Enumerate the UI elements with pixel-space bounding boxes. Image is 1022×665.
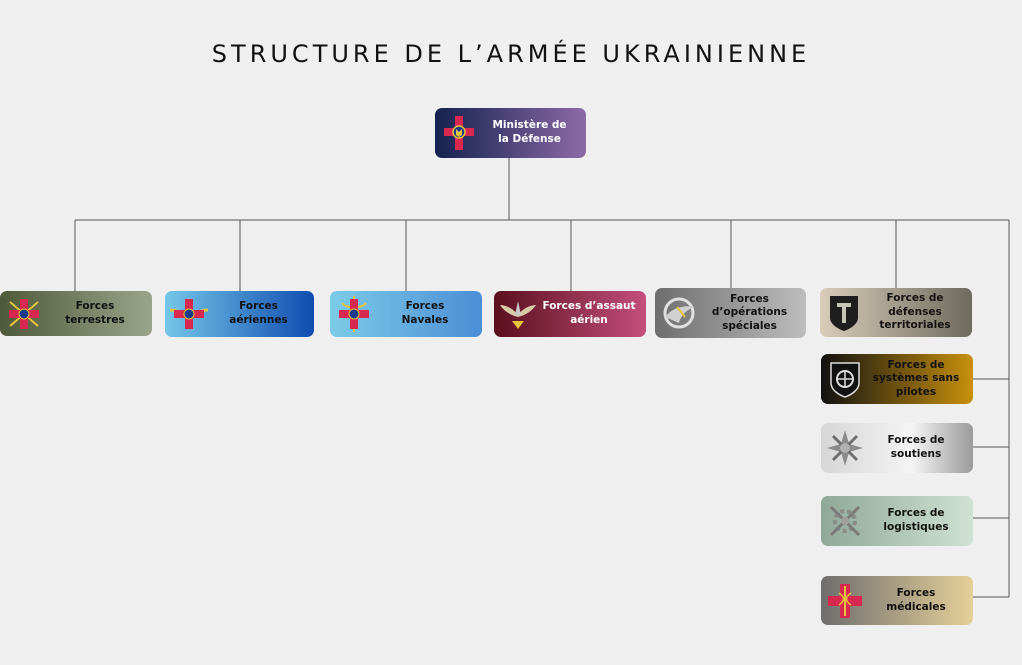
special-operations-emblem-icon bbox=[659, 293, 699, 333]
node-forces-logistiques[interactable]: Forces de logistiques bbox=[821, 496, 973, 546]
node-label: Forces de défenses territoriales bbox=[879, 292, 951, 332]
ground-forces-cross-icon bbox=[4, 294, 44, 334]
ukraine-cross-emblem-icon bbox=[439, 113, 479, 153]
node-forces-medicales[interactable]: Forces médicales bbox=[821, 576, 973, 625]
node-forces-terrestres[interactable]: Forces terrestres bbox=[0, 291, 152, 336]
node-label: Forces médicales bbox=[886, 586, 946, 613]
navy-cross-icon bbox=[334, 294, 374, 334]
node-forces-systemes-sans-pilotes[interactable]: Forces de systèmes sans pilotes bbox=[821, 354, 973, 404]
air-force-cross-icon bbox=[169, 294, 209, 334]
air-assault-wings-icon bbox=[498, 294, 538, 334]
territorial-defense-shield-icon bbox=[824, 293, 864, 333]
node-label: Forces terrestres bbox=[65, 299, 125, 326]
node-forces-defenses-territoriales[interactable]: Forces de défenses territoriales bbox=[820, 288, 972, 337]
node-label: Ministère de la Défense bbox=[492, 119, 567, 145]
node-forces-assaut-aerien[interactable]: Forces d’assaut aérien bbox=[494, 291, 646, 337]
node-label: Forces aériennes bbox=[229, 300, 288, 326]
node-label: Forces de logistiques bbox=[883, 507, 949, 533]
node-label: Forces de soutiens bbox=[887, 434, 945, 460]
node-forces-operations-speciales[interactable]: Forces d’opérations spéciales bbox=[655, 288, 806, 338]
node-label: Forces d’assaut aérien bbox=[542, 300, 636, 326]
node-label: Forces de systèmes sans pilotes bbox=[872, 358, 960, 398]
node-forces-navales[interactable]: Forces Navales bbox=[330, 291, 482, 337]
node-forces-soutiens[interactable]: Forces de soutiens bbox=[821, 423, 973, 473]
node-forces-aeriennes[interactable]: Forces aériennes bbox=[165, 291, 314, 337]
node-label: Forces d’opérations spéciales bbox=[711, 292, 788, 332]
support-forces-emblem-icon bbox=[825, 428, 865, 468]
node-label: Forces Navales bbox=[401, 300, 449, 326]
logistics-emblem-icon bbox=[825, 501, 865, 541]
medical-forces-emblem-icon bbox=[825, 581, 865, 621]
unmanned-systems-shield-icon bbox=[825, 359, 865, 399]
node-ministere-defense[interactable]: Ministère de la Défense bbox=[435, 108, 586, 158]
chart-title: STRUCTURE DE L’ARMÉE UKRAINIENNE bbox=[211, 40, 811, 68]
